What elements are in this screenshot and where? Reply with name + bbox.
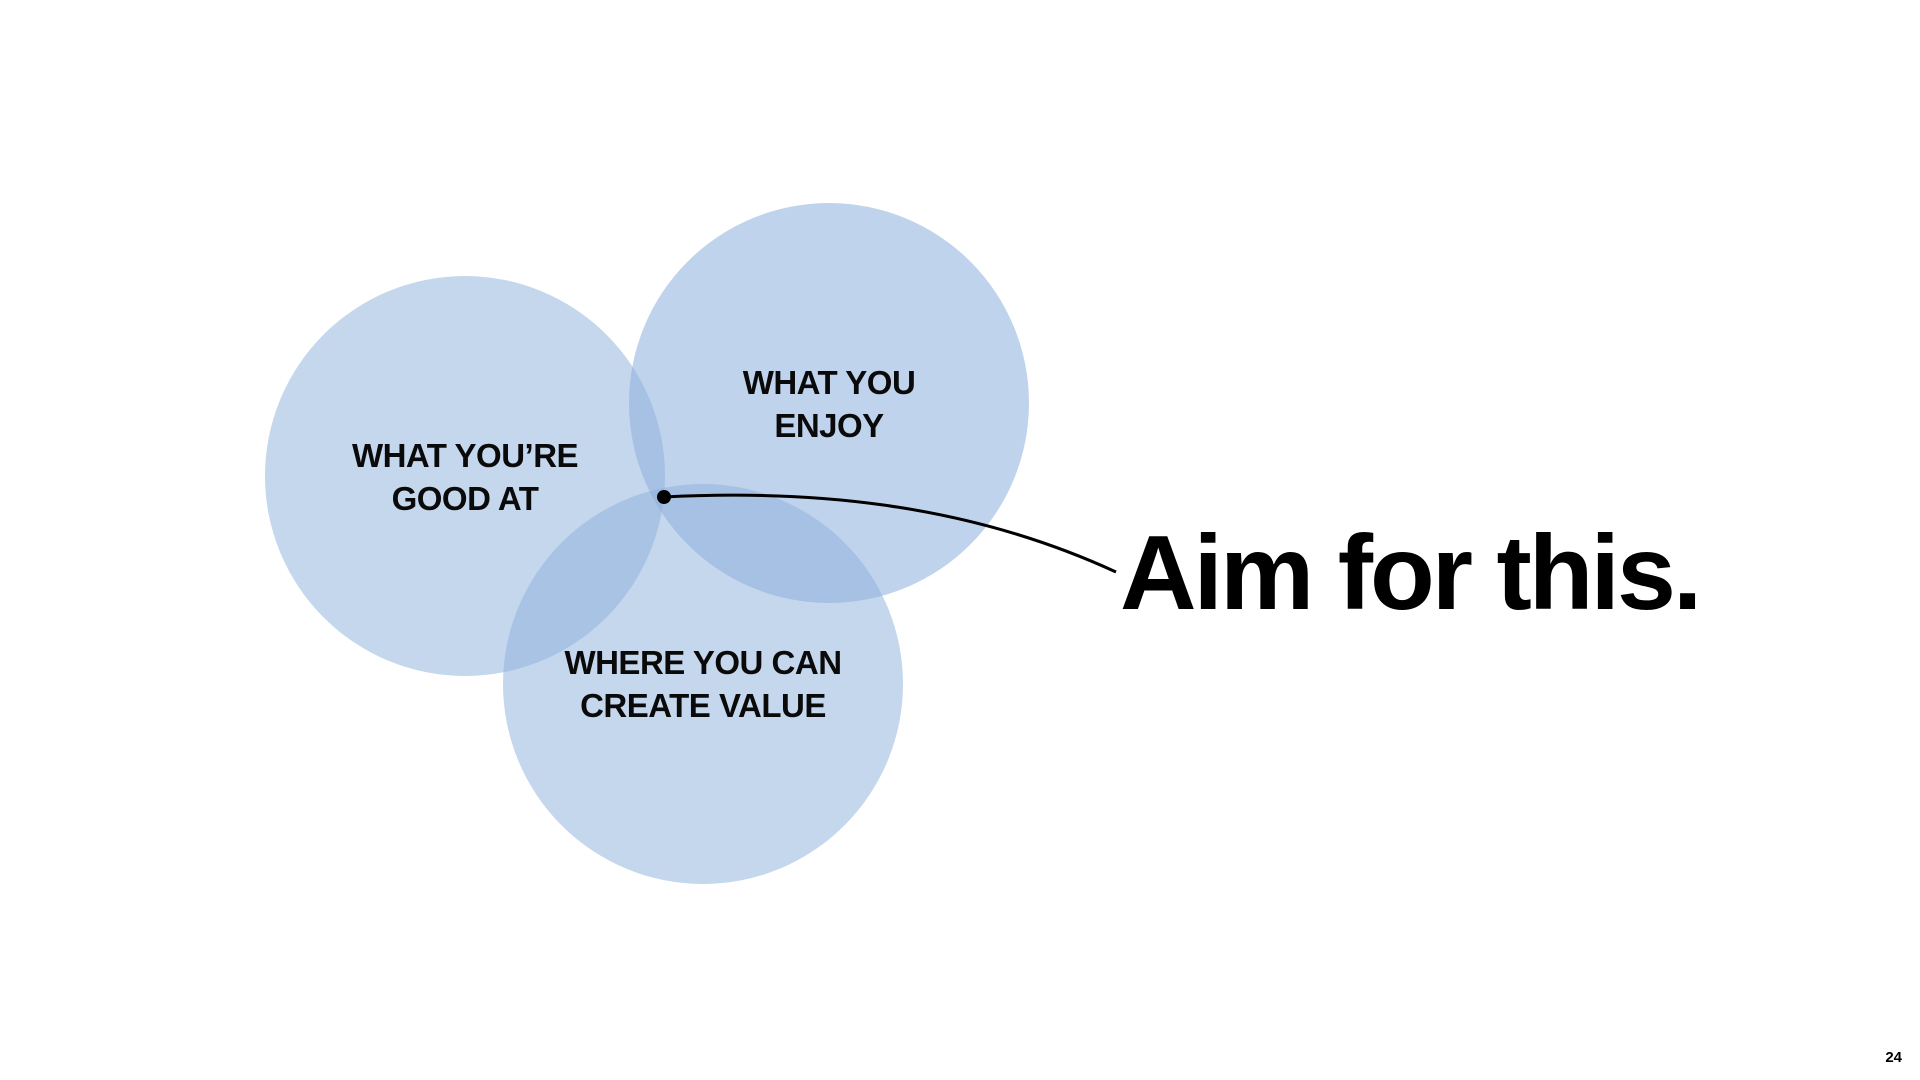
- label-line: ENJOY: [774, 407, 884, 444]
- label-good-at: WHAT YOU’RE GOOD AT: [265, 434, 665, 520]
- page-number: 24: [1885, 1049, 1902, 1066]
- pointer-dot: [657, 490, 671, 504]
- label-line: WHERE YOU CAN: [564, 644, 842, 681]
- pointer-line: [663, 493, 1117, 574]
- label-line: WHAT YOU: [742, 364, 916, 401]
- label-line: GOOD AT: [391, 480, 539, 517]
- circle-create-value: [503, 484, 903, 884]
- label-create-value: WHERE YOU CAN CREATE VALUE: [503, 641, 903, 727]
- label-line: CREATE VALUE: [580, 687, 826, 724]
- callout-heading: Aim for this.: [1120, 514, 1702, 632]
- label-enjoy: WHAT YOU ENJOY: [629, 361, 1029, 447]
- label-line: WHAT YOU’RE: [351, 437, 579, 474]
